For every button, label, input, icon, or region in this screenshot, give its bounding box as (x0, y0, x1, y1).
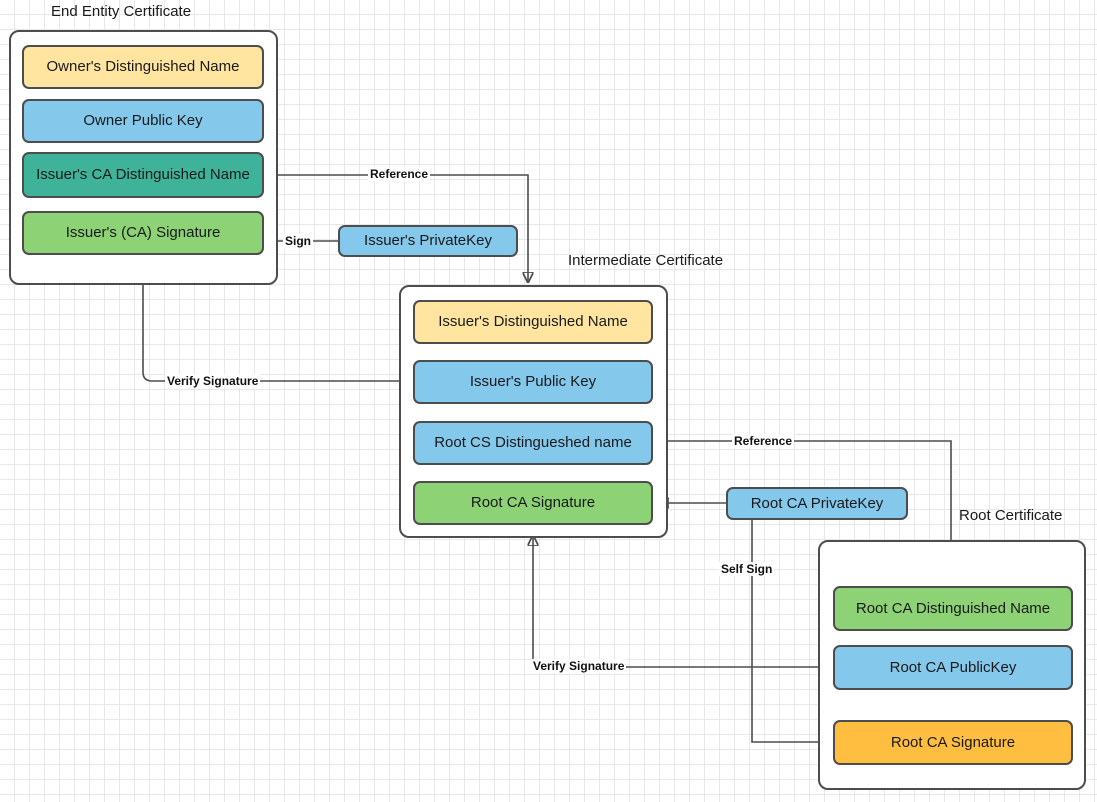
edge-label-verify-signature-bottom: Verify Signature (531, 659, 627, 673)
node-root-ca-distinguished-name[interactable]: Root CA Distinguished Name (833, 586, 1073, 631)
node-issuers-public-key[interactable]: Issuer's Public Key (413, 360, 653, 404)
node-issuers-ca-signature[interactable]: Issuer's (CA) Signature (22, 211, 264, 255)
node-owner-public-key[interactable]: Owner Public Key (22, 99, 264, 143)
group-title-intermediate: Intermediate Certificate (568, 252, 724, 269)
edge-label-verify-signature-top: Verify Signature (165, 374, 261, 388)
node-issuers-ca-distinguished-name[interactable]: Issuer's CA Distinguished Name (22, 152, 264, 198)
node-root-ca-private-key[interactable]: Root CA PrivateKey (726, 487, 908, 520)
group-title-root: Root Certificate (959, 507, 1063, 524)
node-issuers-distinguished-name[interactable]: Issuer's Distinguished Name (413, 300, 653, 344)
node-root-ca-signature[interactable]: Root CA Signature (833, 720, 1073, 765)
edge-label-sign: Sign (283, 234, 313, 248)
edge-label-reference-top: Reference (368, 167, 431, 181)
edge-label-reference-bottom: Reference (732, 434, 795, 448)
node-owners-distinguished-name[interactable]: Owner's Distinguished Name (22, 45, 264, 89)
node-root-ca-public-key[interactable]: Root CA PublicKey (833, 645, 1073, 690)
node-intermediate-root-ca-signature[interactable]: Root CA Signature (413, 481, 653, 525)
node-root-cs-distingueshed-name[interactable]: Root CS Distingueshed name (413, 421, 653, 465)
edge-label-self-sign: Self Sign (719, 562, 775, 576)
group-title-end-entity: End Entity Certificate (51, 3, 192, 20)
edge-self-sign (751, 520, 828, 742)
node-issuers-private-key[interactable]: Issuer's PrivateKey (338, 225, 518, 257)
edge-verify-signature-bottom (533, 536, 832, 668)
